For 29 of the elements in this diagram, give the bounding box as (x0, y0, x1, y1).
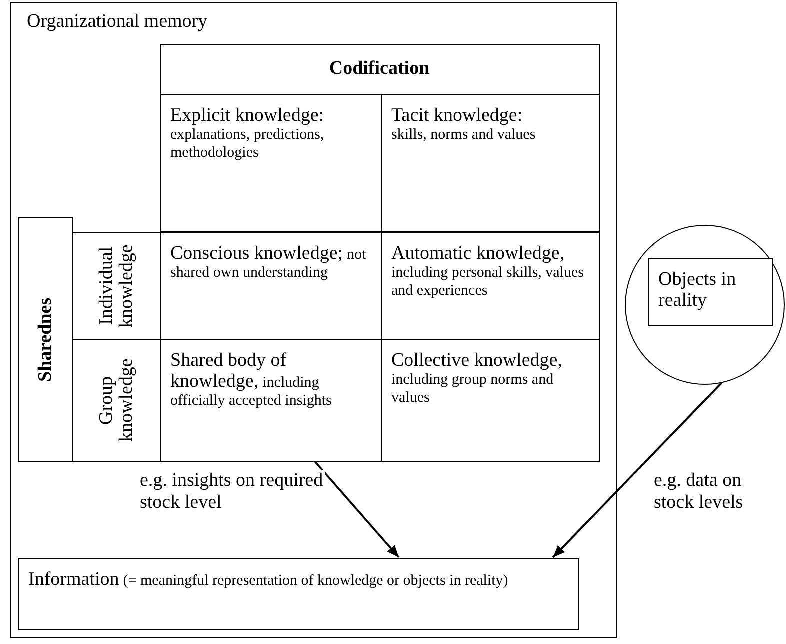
arrow (314, 460, 400, 558)
table-cell (160, 338, 382, 462)
cell-text: Shared body of knowledge, including officially accepted insights (170, 350, 333, 410)
cell-text: skills, norms and values (392, 126, 537, 144)
information-box (18, 558, 578, 630)
header-cell (160, 44, 600, 94)
table-cell (380, 94, 600, 232)
cell-heading: Individual knowledge (96, 242, 136, 330)
cell-text: Information (= meaningful representation of knowledge or objects in reality) (28, 568, 510, 590)
memory-frame (10, 2, 617, 638)
frame-title: Organizational memory (27, 11, 209, 32)
cell-text: Collective knowledge, including group norms and values (392, 350, 564, 407)
table-cell (160, 94, 382, 232)
cell-text: Automatic knowledge, including personal skills, values and experiences (392, 242, 585, 300)
cell-heading: Tacit knowledge: (392, 104, 524, 126)
arrow (552, 382, 722, 558)
objects-box (648, 258, 772, 326)
cell-text: explanations, predictions, methodologies (170, 126, 326, 162)
header-text: Sharednes (34, 296, 56, 382)
cell-heading: Objects in reality (658, 268, 738, 312)
cell-heading: Group knowledge (96, 357, 136, 444)
cell-text: Conscious knowledge; not shared own understanding (170, 242, 368, 282)
row-header-cell (18, 216, 72, 462)
cell-heading: Explicit knowledge: (170, 104, 326, 126)
table-cell (380, 232, 600, 340)
table-cell (380, 338, 600, 462)
circle (625, 225, 785, 385)
table-cell (160, 232, 382, 340)
header-text: Codification (329, 58, 430, 80)
